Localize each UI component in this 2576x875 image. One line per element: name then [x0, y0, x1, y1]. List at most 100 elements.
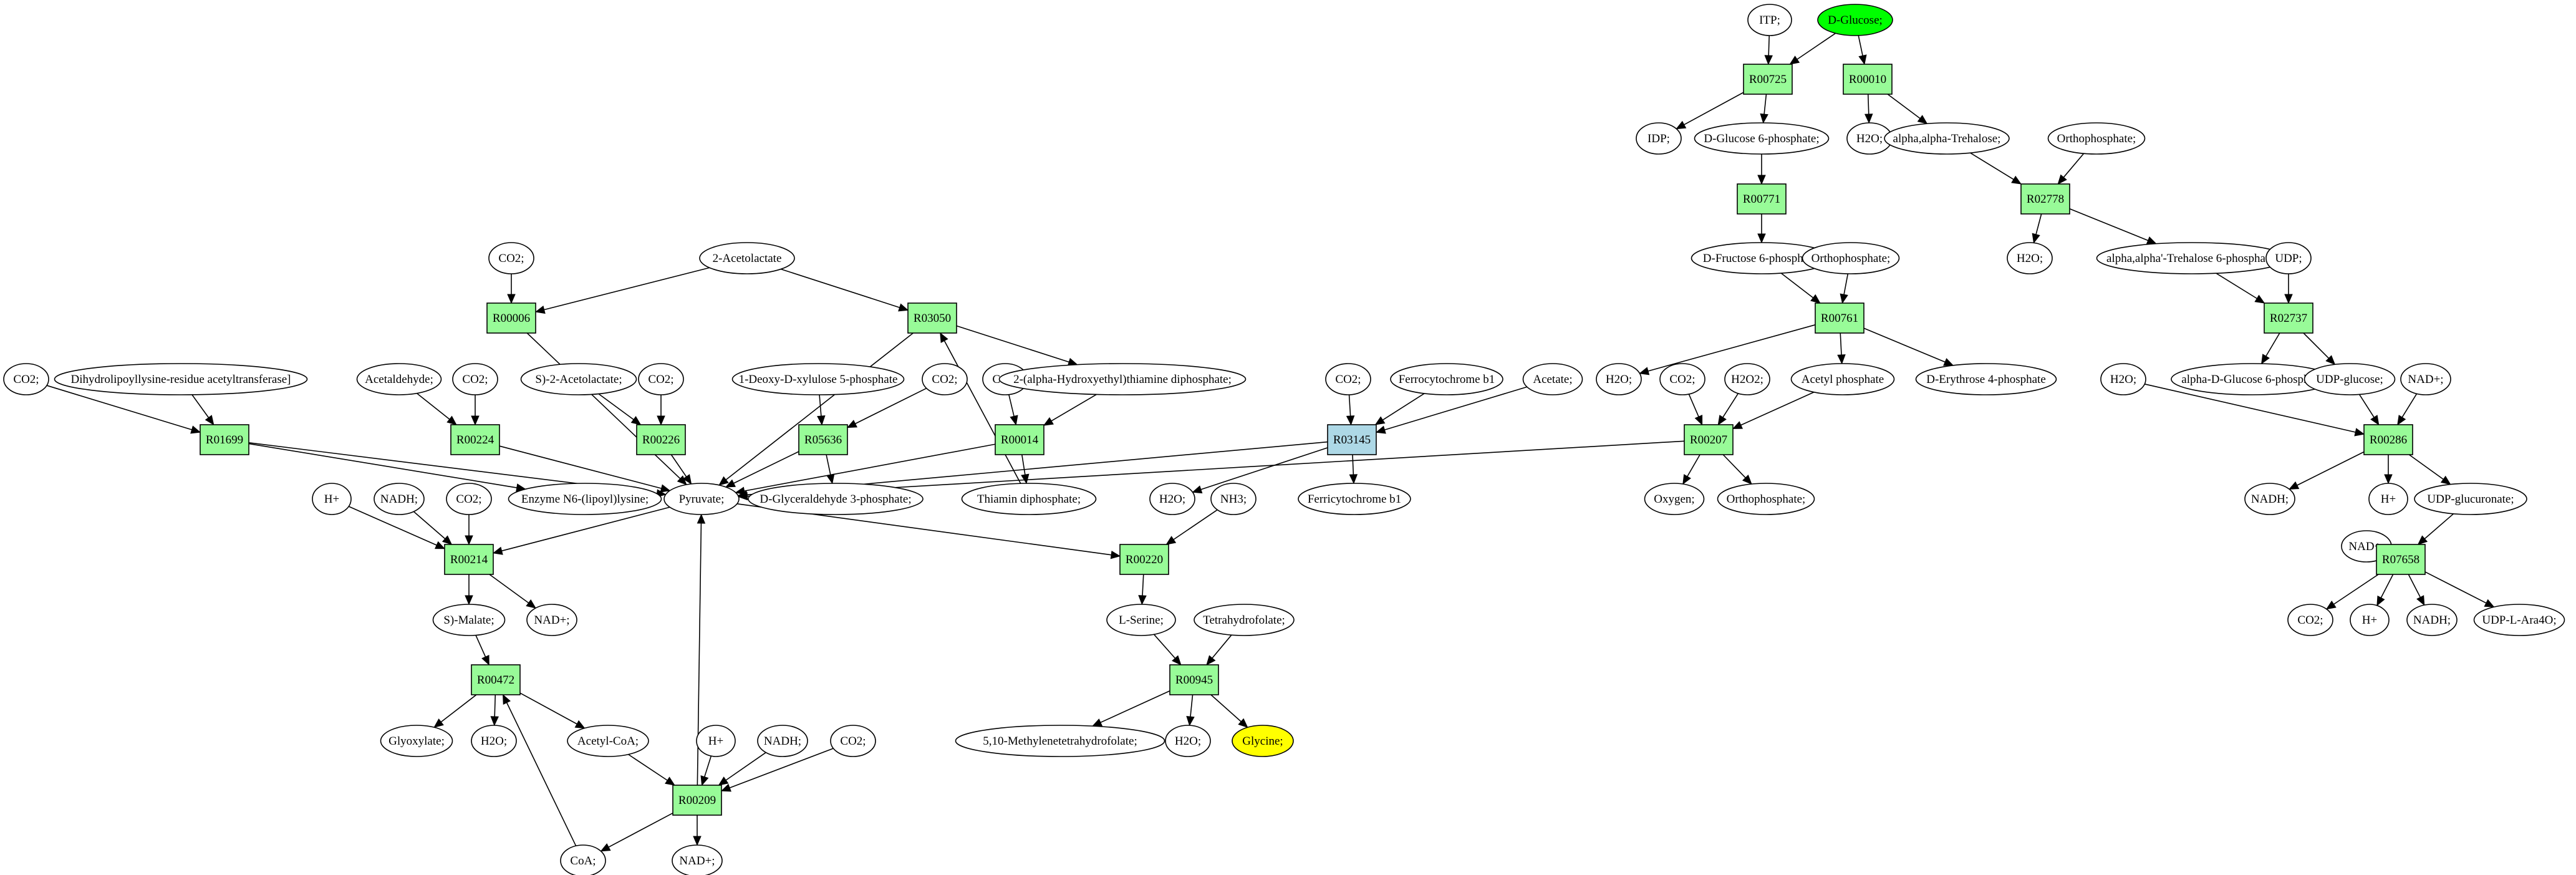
reaction-node-r00214[interactable]: R00214: [444, 544, 494, 575]
metabolite-node-nadh-a[interactable]: NADH;: [374, 483, 425, 515]
metabolite-node-t6p[interactable]: alpha,alpha'-Trehalose 6-phosphate;: [2096, 242, 2288, 274]
reaction-node-r03050[interactable]: R03050: [907, 302, 957, 334]
metabolite-node-ferricyt[interactable]: Ferricytochrome b1: [1298, 483, 1411, 515]
metabolite-node-co2-a[interactable]: CO2;: [488, 242, 534, 274]
reaction-node-r00207[interactable]: R00207: [1684, 424, 1734, 455]
metabolite-node-e4p[interactable]: D-Erythrose 4-phosphate: [1915, 363, 2057, 395]
reaction-node-r01699[interactable]: R01699: [200, 424, 249, 455]
reaction-node-r00725[interactable]: R00725: [1743, 64, 1793, 95]
metabolite-node-nadh-d[interactable]: NADH;: [2406, 604, 2458, 636]
metabolite-node-udp[interactable]: UDP;: [2265, 242, 2312, 274]
metabolite-node-orthop-a[interactable]: Orthophosphate;: [2047, 122, 2146, 155]
metabolite-node-deoxyxylulose[interactable]: 1-Deoxy-D-xylulose 5-phosphate: [731, 363, 905, 395]
metabolite-node-trehalose[interactable]: alpha,alpha-Trehalose;: [1884, 122, 2010, 155]
reaction-node-r00010[interactable]: R00010: [1843, 64, 1893, 95]
reaction-node-r03145[interactable]: R03145: [1327, 424, 1377, 455]
node-label: UDP-L-Ara4O;: [2482, 614, 2556, 627]
metabolite-node-itp[interactable]: ITP;: [1747, 4, 1792, 36]
metabolite-node-nadp-a[interactable]: NAD+;: [2400, 363, 2451, 395]
metabolite-node-coa[interactable]: CoA;: [560, 844, 606, 875]
metabolite-node-co2-j[interactable]: CO2;: [830, 725, 876, 757]
metabolite-node-smalate[interactable]: S)-Malate;: [432, 604, 506, 636]
metabolite-node-dihydrolipo[interactable]: Dihydrolipoyllysine-residue acetyltransf…: [54, 363, 308, 395]
metabolite-node-pyruvate[interactable]: Pyruvate;: [663, 483, 740, 515]
metabolite-ellipse: [1717, 483, 1815, 515]
reaction-node-r00945[interactable]: R00945: [1169, 664, 1219, 695]
metabolite-node-hplus-a[interactable]: H+: [312, 483, 352, 515]
reaction-node-r00286[interactable]: R00286: [2363, 424, 2413, 455]
node-label: ITP;: [1759, 14, 1780, 27]
metabolite-node-acetylcoa[interactable]: Acetyl-CoA;: [567, 725, 649, 757]
metabolite-node-thf[interactable]: Tetrahydrofolate;: [1194, 604, 1295, 636]
metabolite-node-s2acetolactate[interactable]: S)-2-Acetolactate;: [520, 363, 637, 395]
metabolite-node-ferrocyt[interactable]: Ferrocytochrome b1: [1390, 363, 1503, 395]
metabolite-node-f6p[interactable]: D-Fructose 6-phosphate;: [1691, 242, 1833, 274]
edge-co2-f-to-r00014: [1008, 394, 1018, 426]
arrowhead: [720, 783, 731, 792]
metabolite-node-oxygen[interactable]: Oxygen;: [1644, 483, 1705, 515]
metabolite-node-h2o-d[interactable]: H2O;: [2100, 363, 2146, 395]
metabolite-node-hplus-b[interactable]: H+: [2368, 483, 2408, 515]
reaction-node-r00472[interactable]: R00472: [471, 664, 521, 695]
metabolite-node-h2o-f[interactable]: H2O;: [471, 725, 517, 757]
metabolite-node-udpglucuronate[interactable]: UDP-glucuronate;: [2414, 483, 2527, 515]
metabolite-node-h2o-c[interactable]: H2O;: [1596, 363, 1642, 395]
metabolite-node-udpglucose[interactable]: UDP-glucose;: [2303, 363, 2396, 395]
reaction-node-r00226[interactable]: R00226: [636, 424, 686, 455]
reaction-node-r00006[interactable]: R00006: [486, 302, 536, 334]
reaction-node-r05636[interactable]: R05636: [798, 424, 848, 455]
metabolite-node-hplus-c[interactable]: H+: [696, 725, 736, 757]
metabolite-ellipse: [356, 363, 442, 395]
reaction-node-r00771[interactable]: R00771: [1737, 183, 1787, 215]
metabolite-node-lserine[interactable]: L-Serine;: [1106, 604, 1176, 636]
metabolite-node-acetylp[interactable]: Acetyl phosphate: [1790, 363, 1895, 395]
metabolite-node-glycine[interactable]: Glycine;: [1232, 725, 1294, 757]
metabolite-node-hplus-d[interactable]: H+: [2350, 604, 2390, 636]
metabolite-node-gap[interactable]: D-Glyceraldehyde 3-phosphate;: [748, 483, 924, 515]
edge-line: [2424, 513, 2454, 539]
reaction-node-r00014[interactable]: R00014: [995, 424, 1044, 455]
metabolite-node-acetaldehyde[interactable]: Acetaldehyde;: [356, 363, 442, 395]
metabolite-node-h2o-b[interactable]: H2O;: [2007, 242, 2053, 274]
reaction-node-r00224[interactable]: R00224: [450, 424, 500, 455]
metabolite-node-nadh-c[interactable]: NADH;: [757, 725, 808, 757]
metabolite-node-h2o2[interactable]: H2O2;: [1724, 363, 1770, 395]
metabolite-node-co2-d[interactable]: CO2;: [638, 363, 684, 395]
metabolite-node-glyoxylate[interactable]: Glyoxylate;: [380, 725, 453, 757]
reaction-node-r00761[interactable]: R00761: [1815, 302, 1864, 334]
metabolite-node-co2-g[interactable]: CO2;: [1325, 363, 1371, 395]
reaction-node-r00209[interactable]: R00209: [672, 785, 722, 816]
arrowhead: [2484, 599, 2495, 607]
reaction-node-r00220[interactable]: R00220: [1119, 544, 1169, 575]
reaction-node-r07658[interactable]: R07658: [2376, 544, 2426, 575]
metabolite-node-orthop-c[interactable]: Orthophosphate;: [1717, 483, 1815, 515]
metabolite-node-acetate[interactable]: Acetate;: [1522, 363, 1583, 395]
metabolite-node-hydroxyethyl-tpp[interactable]: 2-(alpha-Hydroxyethyl)thiamine diphospha…: [998, 363, 1247, 395]
metabolite-node-co2-b[interactable]: CO2;: [3, 363, 49, 395]
metabolite-node-co2-e[interactable]: CO2;: [922, 363, 968, 395]
metabolite-node-nadp-d[interactable]: NAD+;: [672, 844, 723, 875]
metabolite-node-co2-c[interactable]: CO2;: [452, 363, 498, 395]
metabolite-node-h2o-e[interactable]: H2O;: [1149, 483, 1195, 515]
metabolite-node-nh3[interactable]: NH3;: [1210, 483, 1257, 515]
metabolite-node-dglucose[interactable]: D-Glucose;: [1817, 4, 1893, 36]
metabolite-node-nadh-b[interactable]: NADH;: [2244, 483, 2295, 515]
metabolite-node-co2-k[interactable]: CO2;: [2287, 604, 2333, 636]
metabolite-node-g6p[interactable]: D-Glucose 6-phosphate;: [1694, 122, 1830, 155]
metabolite-ellipse: [1522, 363, 1583, 395]
metabolite-node-adg6p[interactable]: alpha-D-Glucose 6-phosphate: [2171, 363, 2334, 395]
metabolite-node-orthop-b[interactable]: Orthophosphate;: [1802, 242, 1900, 274]
metabolite-node-enzyme-n6[interactable]: Enzyme N6-(lipoyl)lysine;: [508, 483, 662, 515]
metabolite-node-h2o-g[interactable]: H2O;: [1165, 725, 1211, 757]
node-label: H2O;: [2017, 252, 2043, 265]
metabolite-node-nadp-c[interactable]: NAD+;: [526, 604, 577, 636]
reaction-node-r02778[interactable]: R02778: [2020, 183, 2070, 215]
metabolite-node-co2-i[interactable]: CO2;: [446, 483, 492, 515]
reaction-node-r02737[interactable]: R02737: [2264, 302, 2313, 334]
metabolite-node-idp[interactable]: IDP;: [1636, 122, 1682, 155]
metabolite-node-acetolactate[interactable]: 2-Acetolactate: [699, 242, 795, 274]
metabolite-node-co2-h[interactable]: CO2;: [1659, 363, 1705, 395]
metabolite-node-tpp[interactable]: Thiamin diphosphate;: [961, 483, 1097, 515]
metabolite-node-udp-lara4o[interactable]: UDP-L-Ara4O;: [2473, 604, 2565, 636]
metabolite-node-methylene-thf[interactable]: 5,10-Methylenetetrahydrofolate;: [955, 725, 1165, 757]
